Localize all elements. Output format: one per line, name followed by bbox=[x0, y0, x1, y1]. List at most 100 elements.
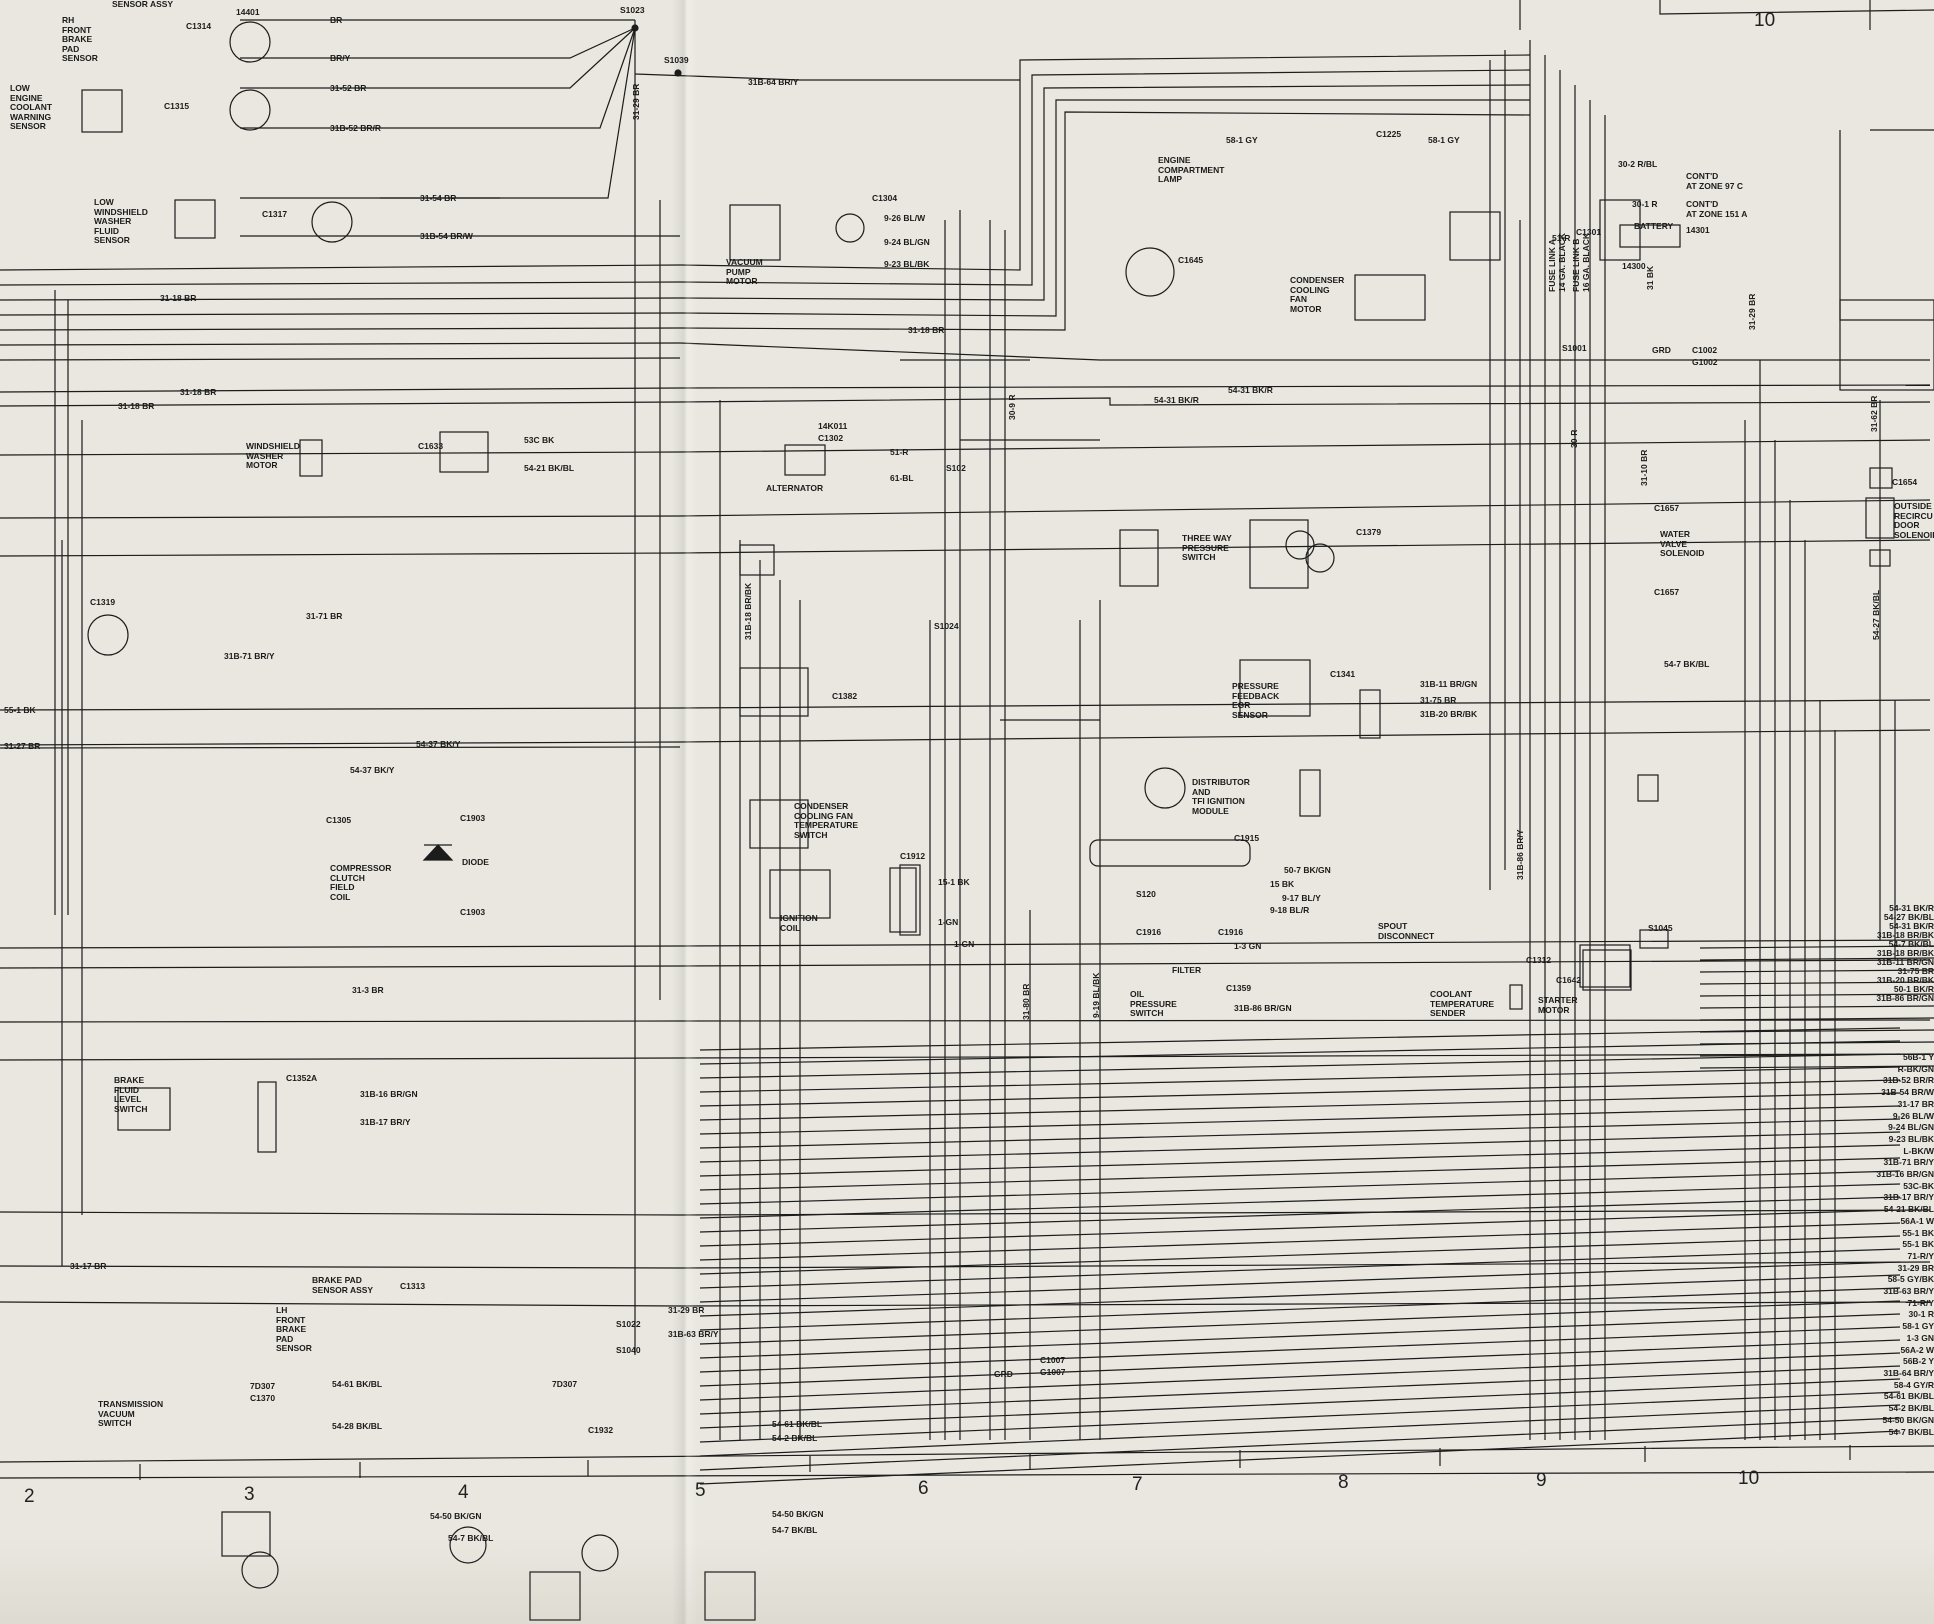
wire-9-18: 9-18 BL/R bbox=[1270, 905, 1310, 915]
connector-c1302: C1302 bbox=[818, 433, 844, 443]
re-36: 56A-2 W bbox=[1900, 1344, 1934, 1355]
wire-br-top: BR bbox=[330, 15, 343, 25]
diode-label: DIODE bbox=[462, 857, 489, 867]
connector-c1633: C1633 bbox=[418, 441, 444, 451]
lh-pad-sensor-label: LH FRONT BRAKE PAD SENSOR bbox=[276, 1305, 312, 1353]
re-17: 9-24 BL/GN bbox=[1888, 1122, 1934, 1133]
wire-31-54: 31-54 BR bbox=[420, 193, 457, 203]
re-31: 31B-63 BR/Y bbox=[1883, 1286, 1934, 1297]
wire-31-80: 31-80 BR bbox=[1021, 983, 1031, 1020]
wire-54-27-vert: 54-27 BK/BL bbox=[1871, 589, 1881, 640]
splice-s1001: S1001 bbox=[1562, 343, 1587, 353]
re-14: 31B-54 BR/W bbox=[1881, 1087, 1934, 1098]
re-28: 71-R/Y bbox=[1907, 1250, 1934, 1261]
re-35: 1-3 GN bbox=[1906, 1332, 1934, 1343]
wire-9-19: 9-19 BL/BK bbox=[1091, 972, 1101, 1018]
starter-label: STARTER MOTOR bbox=[1538, 995, 1578, 1015]
washer-motor-label: WINDSHIELD WASHER MOTOR bbox=[246, 441, 300, 470]
connector-c1912: C1912 bbox=[900, 851, 926, 861]
wire-31b-17: 31B-17 BR/Y bbox=[360, 1117, 411, 1127]
right-edge-labels: 54-31 BK/R 54-27 BK/BL 54-31 BK/R 31B-18… bbox=[1830, 904, 1934, 1003]
wire-br-y-top: BR/Y bbox=[330, 53, 351, 63]
re-4: 54-7 BK/BL bbox=[1888, 939, 1934, 949]
wire-9-26: 9-26 BL/W bbox=[884, 213, 926, 223]
connector-c1370: C1370 bbox=[250, 1393, 276, 1403]
wire-54-7-b: 54-7 BK/BL bbox=[772, 1525, 818, 1535]
wire-15bk: 15 BK bbox=[1270, 879, 1295, 889]
connector-c1645: C1645 bbox=[1178, 255, 1204, 265]
wire-54-21: 54-21 BK/BL bbox=[524, 463, 575, 473]
ground-g1002: G1002 bbox=[1692, 357, 1718, 367]
re-34: 58-1 GY bbox=[1902, 1321, 1934, 1332]
coolant-sender-label: COOLANT TEMPERATURE SENDER bbox=[1430, 989, 1495, 1018]
re-15: 31-17 BR bbox=[1897, 1098, 1934, 1109]
re-30: 58-5 GY/BK bbox=[1887, 1274, 1934, 1285]
wire-9-17: 9-17 BL/Y bbox=[1282, 893, 1321, 903]
wire-54-61-b: 54-61 BK/BL bbox=[772, 1419, 823, 1429]
re-41: 54-2 BK/BL bbox=[1888, 1403, 1934, 1414]
three-way-switch-label: THREE WAY PRESSURE SWITCH bbox=[1182, 533, 1232, 562]
re-6: 31B-11 BR/GN bbox=[1876, 957, 1934, 967]
wire-31-71: 31-71 BR bbox=[306, 611, 343, 621]
wire-30-9: 30-9 R bbox=[1007, 394, 1017, 420]
wire-31bk: 31 BK bbox=[1645, 265, 1655, 290]
wire-9-24: 9-24 BL/GN bbox=[884, 237, 930, 247]
wire-1gn-a: 1-GN bbox=[938, 917, 959, 927]
wire-54-7-a: 54-7 BK/BL bbox=[448, 1533, 494, 1543]
fan-temp-switch-label: CONDENSER COOLING FAN TEMPERATURE SWITCH bbox=[794, 801, 859, 840]
wire-31b-86: 31B-86 BR/GN bbox=[1234, 1003, 1292, 1013]
wire-1-3gn: 1-3 GN bbox=[1234, 941, 1262, 951]
zone-ticks bbox=[139, 1445, 1851, 1480]
re-0: 54-31 BK/R bbox=[1889, 903, 1934, 913]
connector-c1315: C1315 bbox=[164, 101, 190, 111]
zone-top-10: 10 bbox=[1754, 10, 1776, 31]
cont-97c-label: CONT'D AT ZONE 97 C bbox=[1686, 171, 1743, 191]
filter-label: FILTER bbox=[1172, 965, 1202, 975]
compressor-clutch-label: COMPRESSOR CLUTCH FIELD COIL bbox=[330, 863, 392, 902]
splice-s1040: S1040 bbox=[616, 1345, 641, 1355]
re-21: 31B-16 BR/GN bbox=[1876, 1169, 1934, 1180]
connector-c1915: C1915 bbox=[1234, 833, 1260, 843]
re-18: 9-23 BL/BK bbox=[1888, 1133, 1934, 1144]
ground-grd-a: GRD bbox=[1652, 345, 1671, 355]
wire-58-1-a: 58-1 GY bbox=[1226, 135, 1258, 145]
re-7: 31-75 BR bbox=[1897, 966, 1934, 976]
wire-31-17: 31-17 BR bbox=[70, 1261, 107, 1271]
connector-c1382: C1382 bbox=[832, 691, 858, 701]
connector-14301: 14301 bbox=[1686, 225, 1710, 235]
re-1: 54-27 BK/BL bbox=[1883, 912, 1934, 922]
re-3: 31B-18 BR/BK bbox=[1876, 930, 1934, 940]
low-coolant-label: LOW ENGINE COOLANT WARNING SENSOR bbox=[10, 83, 53, 131]
wire-54-31-a: 54-31 BK/R bbox=[1228, 385, 1273, 395]
splice-s1024: S1024 bbox=[934, 621, 959, 631]
component-symbols bbox=[81, 21, 1934, 1621]
splice-s1022: S1022 bbox=[616, 1319, 641, 1329]
center-verticals bbox=[634, 20, 1521, 1440]
wire-54-50-a: 54-50 BK/GN bbox=[430, 1511, 482, 1521]
connector-c1657-a: C1657 bbox=[1654, 503, 1680, 513]
connector-c1903-a: C1903 bbox=[460, 813, 486, 823]
zone-bottom-10: 10 bbox=[1738, 1468, 1760, 1489]
connector-14401-a: 14401 bbox=[236, 7, 260, 17]
re-27: 55-1 BK bbox=[1902, 1239, 1934, 1250]
splice-s120: S120 bbox=[1136, 889, 1156, 899]
re-20: 31B-71 BR/Y bbox=[1883, 1157, 1934, 1168]
vacuum-pump-label: VACUUM PUMP MOTOR bbox=[726, 257, 763, 286]
re-9: 50-1 BK/R bbox=[1893, 984, 1934, 994]
connector-c1319: C1319 bbox=[90, 597, 116, 607]
wire-31b-11: 31B-11 BR/GN bbox=[1420, 679, 1478, 689]
wire-31b-64: 31B-64 BR/Y bbox=[748, 77, 799, 87]
wire-31-62: 31-62 BR bbox=[1869, 395, 1879, 432]
wire-31-18-c: 31-18 BR bbox=[118, 401, 155, 411]
wire-31-29-b: 31-29 BR bbox=[668, 1305, 705, 1315]
splice-s1023: S1023 bbox=[620, 5, 645, 15]
connector-c1916-b: C1916 bbox=[1218, 927, 1244, 937]
wire-31b-16: 31B-16 BR/GN bbox=[360, 1089, 418, 1099]
re-19: L-BK/W bbox=[1903, 1145, 1934, 1156]
zone-bottom-4: 4 bbox=[458, 1482, 469, 1503]
connector-c1002: C1002 bbox=[1692, 345, 1718, 355]
lh-pad-sensor-assy-label: BRAKE PAD SENSOR ASSY bbox=[312, 1275, 374, 1295]
re-12: R-BK/GN bbox=[1897, 1063, 1934, 1074]
